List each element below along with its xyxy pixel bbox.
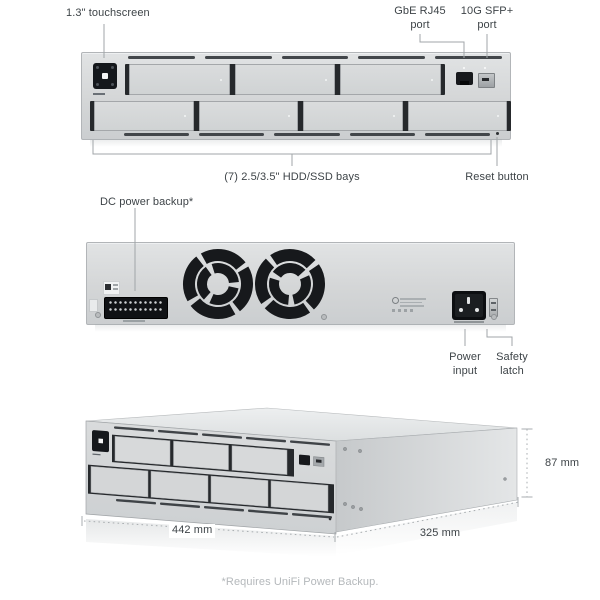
touchscreen-dot [96, 83, 99, 86]
touchscreen-dot [111, 66, 114, 69]
height-dimension-label: 87 mm [545, 457, 580, 469]
brand-text-mark [93, 93, 105, 95]
vent-slot [274, 133, 340, 136]
screw-dot [321, 314, 327, 320]
screw-dot [491, 314, 497, 320]
hdd-bays-label: (7) 2.5/3.5" HDD/SSD bays [224, 171, 360, 183]
iso-brand-mark [92, 453, 101, 456]
iso-bay-row-top [112, 434, 294, 477]
drive-bay [340, 64, 442, 95]
port-led [484, 67, 486, 69]
iso-drive-bays-top [114, 436, 288, 475]
reset-button-label: Reset button [465, 171, 529, 183]
inlet-rating-text-mark [454, 321, 484, 323]
front-top-vent-slots [128, 56, 502, 59]
fan-grilles [183, 249, 325, 319]
iso-vent-slots-top [114, 426, 330, 446]
vent-slot [281, 56, 349, 59]
dc-backup-label: DC power backup* [100, 196, 194, 208]
dimension-lines [81, 428, 533, 542]
iso-touchscreen [92, 430, 109, 453]
dc-connector-text-mark [123, 320, 145, 322]
touchscreen-label: 1.3" touchscreen [66, 7, 150, 19]
iso-vent-slots-bottom [116, 498, 332, 519]
fan-grille [255, 249, 325, 319]
power-inlet-c14 [452, 291, 486, 320]
screw-dot [95, 312, 101, 318]
inlet-pin [459, 308, 463, 312]
regulatory-label [392, 297, 428, 313]
touchscreen-dot [96, 66, 99, 69]
drive-bay-row-top [125, 64, 445, 95]
safety-latch-label: Safety latch [496, 351, 528, 377]
touchscreen-screen [102, 73, 108, 79]
gbe-port-label: GbE RJ45 port [394, 5, 446, 31]
drive-bay [94, 101, 194, 131]
iso-bay-row-bottom [88, 464, 334, 514]
vent-slot [199, 133, 265, 136]
vent-slot [128, 56, 195, 59]
touchscreen-dot [111, 83, 114, 86]
drive-bay [129, 64, 230, 95]
drive-bay [234, 64, 336, 95]
vent-slot [358, 56, 426, 59]
drive-bay [407, 101, 507, 131]
iso-sfp-slot [316, 459, 322, 463]
certification-marks [392, 309, 414, 312]
label-text-mark [400, 298, 426, 300]
inlet-pin [467, 297, 470, 304]
vent-slot [424, 133, 491, 136]
front-bottom-vent-slots [124, 133, 491, 136]
iso-touchscreen-screen [98, 438, 103, 444]
iso-side-screws [343, 447, 507, 511]
iso-front-face [85, 420, 337, 535]
label-text-mark [400, 301, 422, 303]
vent-slot [204, 56, 272, 59]
reset-button [496, 132, 499, 135]
footnote: *Requires UniFi Power Backup. [221, 576, 379, 588]
iso-side-face [335, 427, 518, 533]
drive-bay-row-bottom [90, 101, 511, 131]
ubiquiti-logo-mark [392, 297, 399, 304]
iso-top-face [85, 407, 518, 442]
drive-bay [198, 101, 298, 131]
iso-sfp-port [313, 456, 325, 467]
sfp-port [478, 73, 495, 88]
inlet-pin [475, 308, 479, 312]
port-led [463, 67, 465, 69]
label-text-mark [400, 305, 424, 307]
serial-sticker [89, 299, 98, 312]
qr-label [103, 281, 120, 295]
iso-rj45-port [299, 454, 310, 466]
vent-slot [435, 56, 502, 59]
rj45-port [456, 72, 473, 85]
depth-dimension-label: 325 mm [419, 527, 461, 539]
iso-reset-button [328, 517, 332, 521]
vent-slot [124, 133, 190, 136]
fan-grille [183, 249, 253, 319]
sfp-port-label: 10G SFP+ port [460, 5, 514, 31]
drive-bay [303, 101, 403, 131]
rear-view-chassis [86, 242, 515, 332]
front-view-chassis [81, 52, 511, 147]
vent-slot [349, 133, 415, 136]
dc-power-backup-connector [104, 297, 168, 319]
width-dimension-label: 442 mm [169, 524, 216, 538]
power-input-label: Power input [449, 351, 481, 377]
touchscreen-display [93, 63, 117, 89]
iso-drive-bays-bottom [90, 466, 329, 512]
